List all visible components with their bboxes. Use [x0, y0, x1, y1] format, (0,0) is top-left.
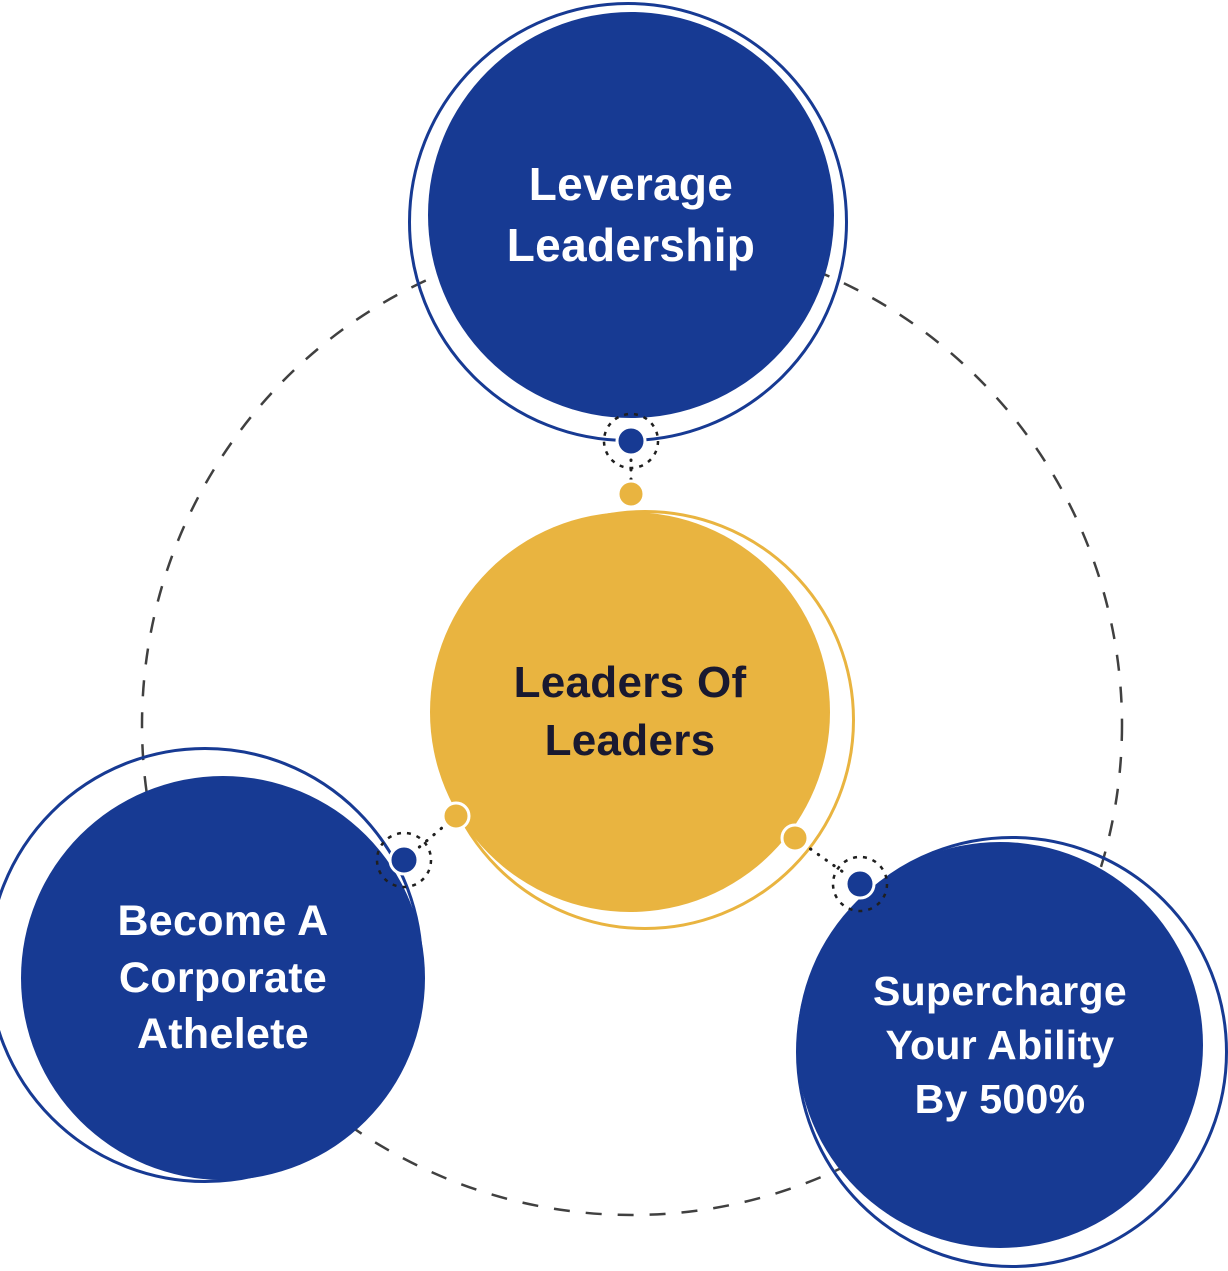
node-corporate-athlete: Become A Corporate Athelete	[0, 747, 425, 1183]
node-circle: Leaders Of Leaders	[430, 512, 830, 912]
connector-dot-gold	[616, 479, 646, 509]
node-supercharge-ability: Supercharge Your Ability By 500%	[796, 836, 1228, 1268]
node-leaders-of-leaders: Leaders Of Leaders	[430, 510, 855, 930]
node-label: Become A Corporate Athelete	[117, 896, 329, 1059]
node-circle: Supercharge Your Ability By 500%	[797, 842, 1203, 1248]
node-circle: Leverage Leadership	[428, 12, 834, 418]
node-circle: Become A Corporate Athelete	[21, 776, 425, 1180]
node-label: Supercharge Your Ability By 500%	[873, 967, 1127, 1123]
node-leverage-leadership: Leverage Leadership	[408, 2, 848, 442]
node-label: Leverage Leadership	[506, 158, 756, 271]
node-label: Leaders Of Leaders	[513, 657, 747, 765]
